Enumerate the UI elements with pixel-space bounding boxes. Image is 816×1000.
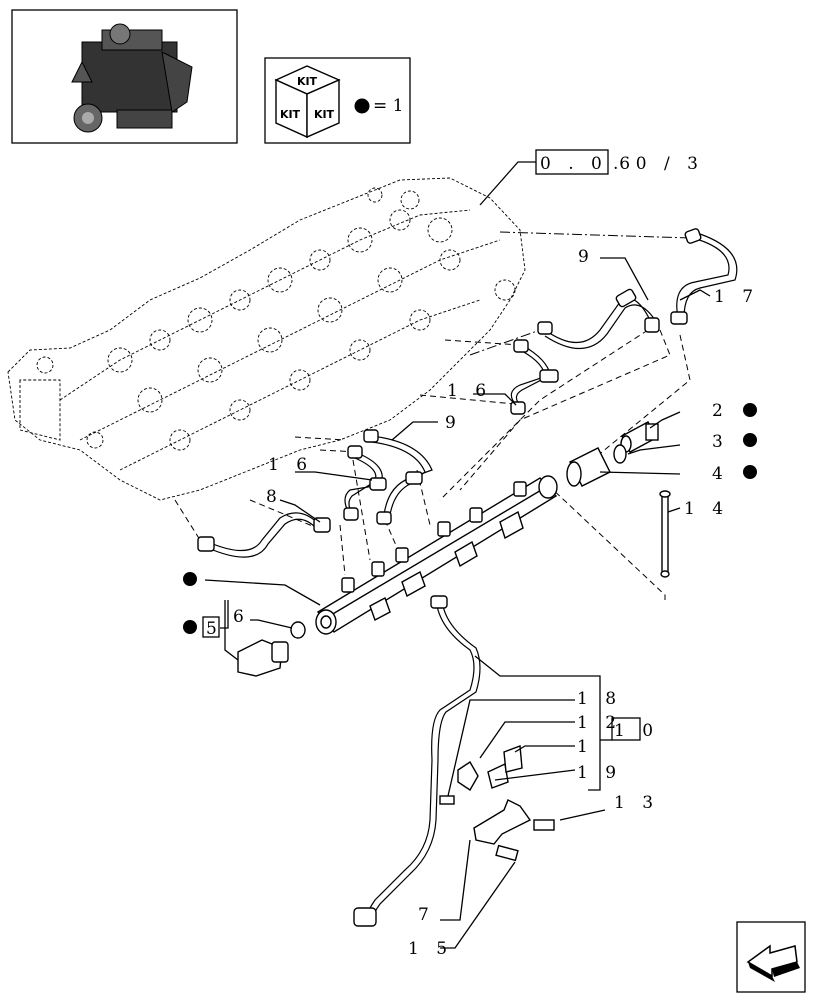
callout-2: 2 [712,401,729,421]
kit-marker-rail [183,572,197,586]
callout-11: 1 [577,737,594,757]
navigation-arrow-button[interactable] [736,921,806,993]
callout-16-bottom: 1 6 [268,455,313,475]
callout-9-bottom: 9 [445,413,462,433]
fuel-rail [315,475,558,635]
callout-box-10 [611,717,641,741]
callout-3: 3 [712,432,729,452]
callout-16-top: 1 6 [447,381,492,401]
callout-19: 1 9 [577,763,622,783]
callout-box-5 [202,616,220,638]
engine-thumbnail [11,9,238,144]
kit-boxes-icon: KIT KIT KIT [274,65,341,139]
callout-6: 6 [233,607,250,627]
sensor-parts [237,421,671,677]
kit-marker-5 [183,620,197,634]
callout-5: 5 [206,619,223,639]
kit-label-left: KIT [280,108,301,121]
kit-markers [183,403,757,634]
callout-9-top: 9 [578,247,595,267]
kit-equals-text: = 1 [373,96,403,116]
callout-18: 1 8 [577,689,622,709]
bracket-parts [439,745,555,862]
reference-code: 0 . 0 6 . 0 / 3 [479,149,704,206]
callout-leaders [204,257,711,949]
kit-marker-3 [743,433,757,447]
callout-15: 1 5 [408,939,453,959]
navigation-arrow-icon [746,944,800,982]
cylinder-head-outline [7,177,526,501]
callout-labels: 2 3 4 5 6 7 8 9 9 1 0 1 1 2 1 3 1 4 1 5 … [206,247,759,959]
callout-12: 1 2 [577,713,622,733]
kit-label-top: KIT [297,75,318,88]
callout-10: 1 0 [614,721,659,741]
callout-13: 1 3 [614,793,659,813]
callout-7: 7 [418,905,435,925]
kit-label-right: KIT [314,108,335,121]
callout-17: 1 7 [714,287,759,307]
connection-lines [174,231,691,600]
reference-rest: . 0 / 3 [613,154,704,174]
kit-bullet-icon [354,98,370,114]
kit-marker-4 [743,465,757,479]
callout-8: 8 [266,487,283,507]
callout-4: 4 [712,464,729,484]
engine-thumbnail-icon [71,23,193,133]
kit-marker-2 [743,403,757,417]
fuel-pipes [197,228,738,927]
reference-boxed: 0 . 0 6 [540,154,636,174]
callout-14: 1 4 [684,499,729,519]
kit-legend: KIT KIT KIT = 1 [264,57,411,144]
